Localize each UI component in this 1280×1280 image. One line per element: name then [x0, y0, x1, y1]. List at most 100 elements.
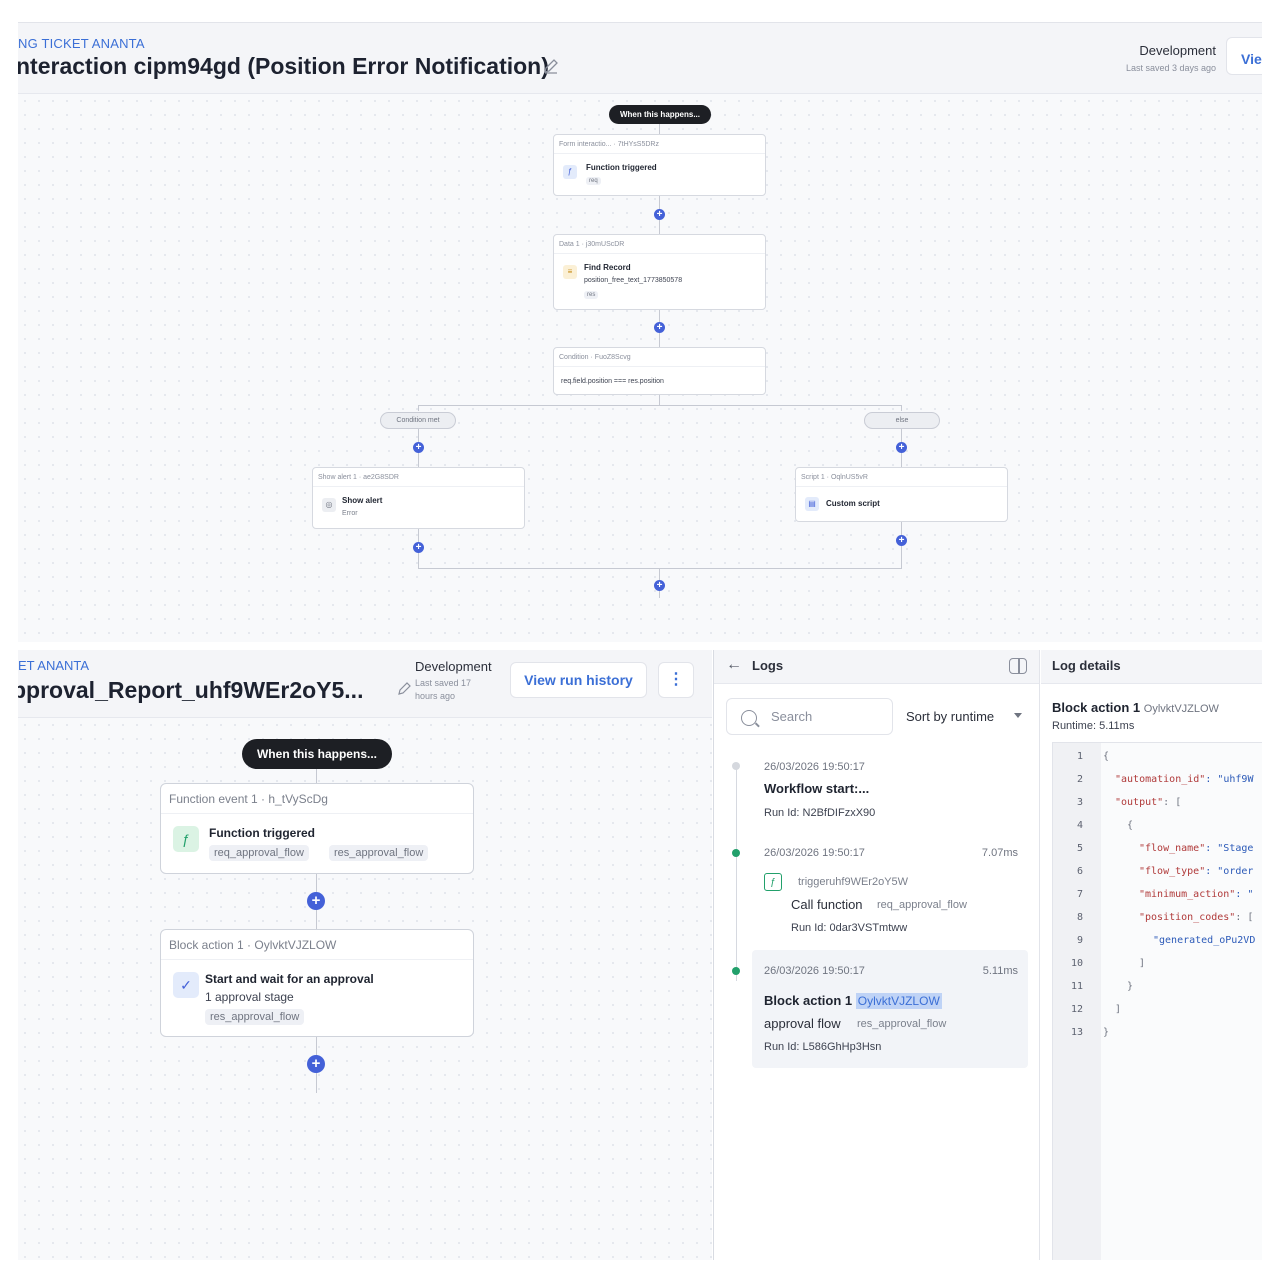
node-subtitle: position_free_text_1773850578: [584, 277, 683, 284]
connector: [418, 405, 419, 411]
workflow-canvas[interactable]: When this happens... Function event 1 · …: [18, 718, 712, 1260]
log-time: 26/03/2026 19:50:17: [764, 847, 865, 859]
add-step-button[interactable]: +: [413, 442, 424, 453]
line-number: 11: [1070, 981, 1083, 992]
add-step-button[interactable]: +: [307, 1055, 325, 1073]
node-subtitle: 1 approval stage: [205, 990, 294, 1004]
branch-else[interactable]: else: [864, 412, 940, 429]
block-id: OylvktVJZLOW: [1143, 703, 1219, 715]
node-header: Condition · FuoZ8Scvg: [554, 348, 765, 367]
search-placeholder: Search: [771, 709, 813, 724]
line-number: 3: [1076, 797, 1083, 808]
view-run-history-button[interactable]: View run history: [510, 662, 647, 698]
flow-header: ET ANANTA pproval_Report_uhf9WEr2oY5... …: [18, 650, 712, 718]
add-step-button[interactable]: +: [896, 442, 907, 453]
panel-toggle-icon[interactable]: [1009, 658, 1027, 674]
last-saved-label: Last saved 3 days ago: [1125, 63, 1216, 73]
json-value: : "uhf9W: [1205, 774, 1254, 785]
json-value: : [: [1235, 912, 1254, 923]
line-number: 9: [1076, 935, 1083, 946]
line-number: 8: [1076, 912, 1083, 923]
log-time: 26/03/2026 19:50:17: [764, 965, 865, 977]
action-ref: res_approval_flow: [857, 1018, 947, 1030]
back-arrow-icon[interactable]: ←: [726, 656, 742, 673]
block-title: Block action 1: [764, 993, 853, 1008]
selected-log-entry[interactable]: [752, 950, 1028, 1068]
more-options-button[interactable]: ⋮: [658, 662, 694, 698]
code-line: "automation_id": "uhf9W: [1115, 774, 1253, 785]
run-id: Run Id: L586GhHp3Hsn: [764, 1041, 882, 1053]
block-id-highlight: OylvktVJZLOW: [855, 993, 942, 1009]
line-number: 12: [1070, 1004, 1083, 1015]
node-title: Function triggered: [209, 826, 315, 840]
line-number: 6: [1076, 866, 1083, 877]
chevron-down-icon[interactable]: [1014, 713, 1022, 718]
data-node[interactable]: Data 1 · j30mUScDR ≡ Find Record positio…: [553, 234, 766, 310]
node-subtitle: Error: [342, 510, 358, 517]
breadcrumb[interactable]: NG TICKET ANANTA: [18, 36, 145, 51]
line-gutter: [1053, 743, 1101, 1260]
log-time: 26/03/2026 19:50:17: [764, 761, 865, 773]
code-line: {: [1115, 820, 1134, 831]
script-node[interactable]: Script 1 · OqlnUS5vR ▤ Custom script: [795, 467, 1008, 522]
code-line: }: [1103, 1027, 1110, 1038]
code-line: ]: [1139, 958, 1146, 969]
run-id: Run Id: N2BfDIFzxX90: [764, 807, 876, 819]
script-icon: ▤: [805, 497, 819, 511]
log-title[interactable]: Workflow start:...: [764, 781, 870, 796]
log-details-panel: Log details Block action 1 OylvktVJZLOW …: [1041, 650, 1262, 1260]
alert-node[interactable]: Show alert 1 · ae2G8SDR ◎ Show alert Err…: [312, 467, 525, 529]
top-header: NG TICKET ANANTA nteraction cipm94gd (Po…: [18, 22, 1262, 94]
code-line: "output": [: [1115, 797, 1181, 808]
trigger-node[interactable]: Form interactio... · 7tHYsS5DRz ƒ Functi…: [553, 134, 766, 196]
function-icon: ƒ: [173, 826, 199, 852]
search-input[interactable]: Search: [726, 698, 893, 735]
approval-node[interactable]: Block action 1 · OylvktVJZLOW ✓ Start an…: [160, 929, 474, 1037]
details-title: Log details: [1052, 658, 1121, 673]
node-header: Script 1 · OqlnUS5vR: [796, 468, 1007, 487]
action-label: approval flow: [764, 1016, 841, 1031]
add-step-button[interactable]: +: [896, 535, 907, 546]
node-header: Form interactio... · 7tHYsS5DRz: [554, 135, 765, 154]
line-number: 4: [1076, 820, 1083, 831]
sort-dropdown[interactable]: Sort by runtime: [906, 709, 995, 724]
approval-icon: ✓: [173, 972, 199, 998]
node-title: Custom script: [826, 499, 880, 508]
breadcrumb[interactable]: ET ANANTA: [18, 658, 90, 673]
node-header: Block action 1 · OylvktVJZLOW: [161, 930, 473, 960]
add-step-button[interactable]: +: [413, 542, 424, 553]
add-step-button[interactable]: +: [654, 322, 665, 333]
json-key: "output": [1115, 797, 1164, 808]
code-line: "flow_type": "order: [1139, 866, 1253, 877]
node-header: Function event 1 · h_tVyScDg: [161, 784, 473, 814]
json-key: "minimum_action": [1139, 889, 1236, 900]
add-step-button[interactable]: +: [654, 209, 665, 220]
line-number: 5: [1076, 843, 1083, 854]
runtime-label: Runtime: 5.11ms: [1052, 720, 1135, 732]
code-line: {: [1103, 751, 1110, 762]
line-number: 2: [1076, 774, 1083, 785]
add-step-button[interactable]: +: [654, 580, 665, 591]
edit-icon[interactable]: [397, 680, 413, 696]
add-step-button[interactable]: +: [307, 892, 325, 910]
edit-icon[interactable]: [542, 57, 560, 75]
branch-condition-met[interactable]: Condition met: [380, 412, 456, 429]
view-button[interactable]: Vie: [1226, 37, 1262, 75]
json-value: : ": [1235, 889, 1254, 900]
node-title: Show alert: [342, 496, 383, 505]
trigger-id: triggeruhf9WEr2oY5W: [798, 876, 909, 888]
top-workflow-panel: NG TICKET ANANTA nteraction cipm94gd (Po…: [18, 22, 1262, 642]
line-number: 13: [1070, 1027, 1083, 1038]
json-viewer[interactable]: 1 2 3 4 5 6 7 8 9 10 11 12 13 { "automat…: [1052, 742, 1262, 1260]
log-duration: 7.07ms: [981, 847, 1018, 859]
line-number: 1: [1076, 751, 1083, 762]
log-title[interactable]: Block action 1 OylvktVJZLOW: [764, 993, 942, 1009]
node-title: Function triggered: [586, 163, 657, 172]
node-title: Start and wait for an approval: [205, 972, 374, 986]
json-key: "position_codes": [1139, 912, 1236, 923]
condition-node[interactable]: Condition · FuoZ8Scvg req.field.position…: [553, 347, 766, 395]
function-trigger-node[interactable]: Function event 1 · h_tVyScDg ƒ Function …: [160, 783, 474, 874]
workflow-canvas[interactable]: When this happens... Form interactio... …: [18, 94, 1262, 642]
call-function-ref: req_approval_flow: [877, 899, 967, 911]
json-key: "flow_type": [1139, 866, 1206, 877]
